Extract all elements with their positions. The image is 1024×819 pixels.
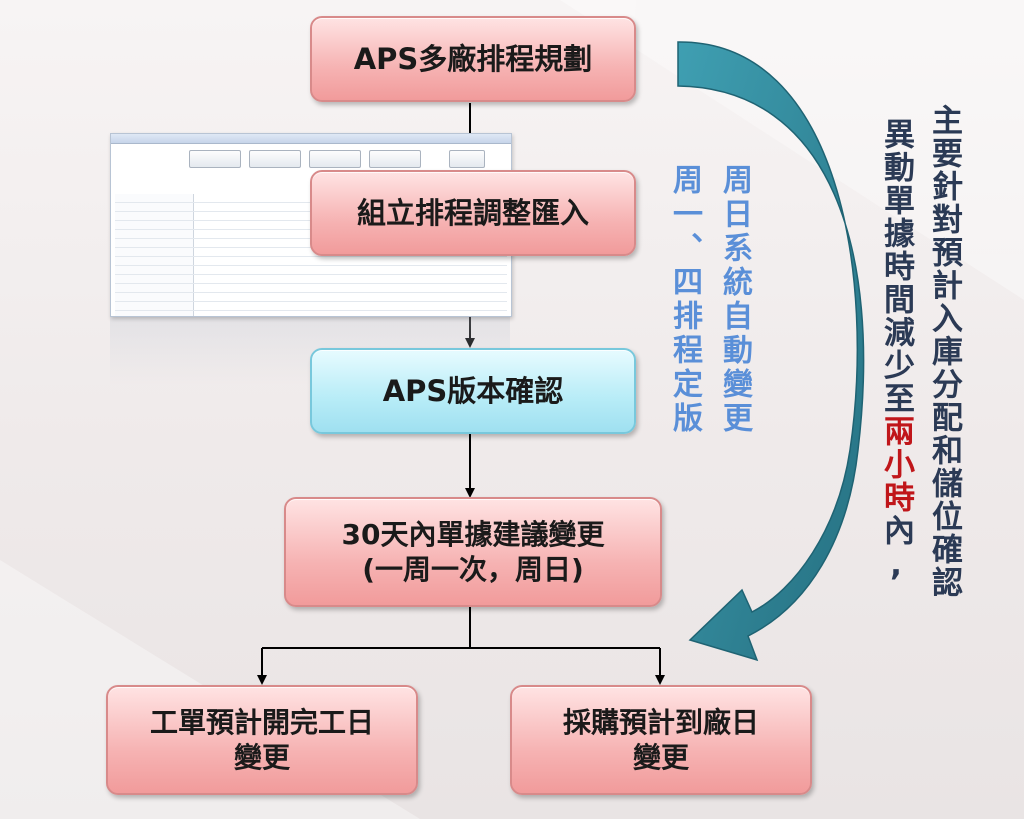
right-note-highlight: 兩小時 — [878, 415, 914, 514]
node-version-confirm-label: APS版本確認 — [382, 373, 564, 408]
right-note-col2-a: 異動單據時間減少至 — [878, 118, 914, 415]
node-import-adjust: 組立排程調整匯入 — [310, 170, 636, 256]
screenshot-toolbar-button — [189, 150, 241, 168]
node-change-suggestion-line1: 30天內單據建議變更 — [341, 518, 605, 551]
screenshot-toolbar-button — [369, 150, 421, 168]
screenshot-toolbar-button — [449, 150, 485, 168]
node-workorder-line2: 變更 — [233, 741, 290, 774]
screenshot-toolbar-button — [249, 150, 301, 168]
node-workorder-line1: 工單預計開完工日 — [149, 706, 374, 739]
node-change-suggestion: 30天內單據建議變更 (一周一次，周日) — [284, 497, 662, 607]
side-note-col2: 周一、四排程定版 — [667, 164, 702, 436]
node-import-adjust-label: 組立排程調整匯入 — [356, 195, 589, 230]
node-version-confirm: APS版本確認 — [310, 348, 636, 434]
node-aps-planning-label: APS多廠排程規劃 — [353, 41, 593, 76]
right-note-col2-b: 內, — [878, 514, 914, 585]
node-aps-planning: APS多廠排程規劃 — [310, 16, 636, 102]
node-purchase-line2: 變更 — [632, 741, 689, 774]
curved-arrow — [677, 41, 865, 662]
screenshot-toolbar — [111, 144, 511, 172]
right-note-col2: 異動單據時間減少至兩小時內, — [874, 118, 919, 585]
node-purchase-line1: 採購預計到廠日 — [562, 706, 759, 739]
screenshot-toolbar-button — [309, 150, 361, 168]
side-note-col1: 周日系統自動變更 — [717, 164, 752, 436]
node-purchase-change: 採購預計到廠日 變更 — [510, 685, 812, 795]
node-workorder-change: 工單預計開完工日 變更 — [106, 685, 418, 795]
screenshot-titlebar — [111, 134, 511, 144]
node-change-suggestion-line2: (一周一次，周日) — [362, 553, 584, 586]
right-note-col1: 主要針對預計入庫分配和儲位確認 — [926, 104, 962, 599]
